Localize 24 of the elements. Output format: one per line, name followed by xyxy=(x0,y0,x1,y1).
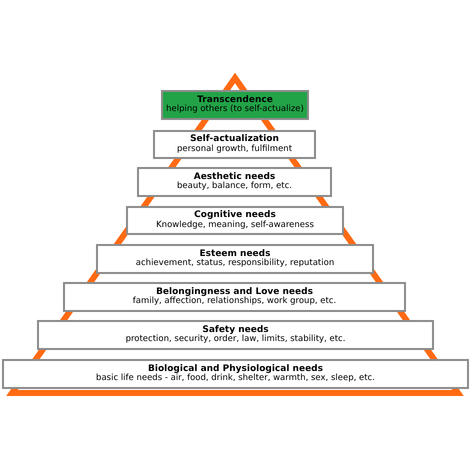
level-title: Self-actualization xyxy=(190,134,279,144)
level-description: Knowledge, meaning, self-awareness xyxy=(156,220,314,231)
level-description: protection, security, order, law, limits, stability, etc. xyxy=(126,335,346,346)
level-box xyxy=(137,167,332,197)
level-box xyxy=(126,206,344,235)
level-box xyxy=(63,282,406,312)
level-description: basic life needs - air, food, drink, shelter, warmth, sex, sleep, etc. xyxy=(96,374,375,384)
level-description: personal growth, fulfilment xyxy=(176,144,292,155)
level-box xyxy=(37,320,434,350)
level-description: achievement, status, responsibility, reputation xyxy=(136,259,334,270)
level-description: family, affection, relationships, work group, etc. xyxy=(132,297,336,308)
level-description: beauty, balance, form, etc. xyxy=(176,182,292,192)
level-title: Aesthetic needs xyxy=(194,172,276,182)
level-title: Esteem needs xyxy=(200,248,270,259)
level-box xyxy=(153,130,316,159)
level-title: Cognitive needs xyxy=(194,210,276,220)
level-title: Biological and Physiological needs xyxy=(148,364,323,374)
level-description: helping others (to self-actualize) xyxy=(166,105,304,116)
level-title: Transcendence xyxy=(197,94,273,105)
level-box xyxy=(96,244,374,274)
level-title: Safety needs xyxy=(202,324,269,335)
level-title: Belongingness and Love needs xyxy=(156,286,313,297)
level-box xyxy=(161,90,309,120)
level-box xyxy=(2,359,469,389)
